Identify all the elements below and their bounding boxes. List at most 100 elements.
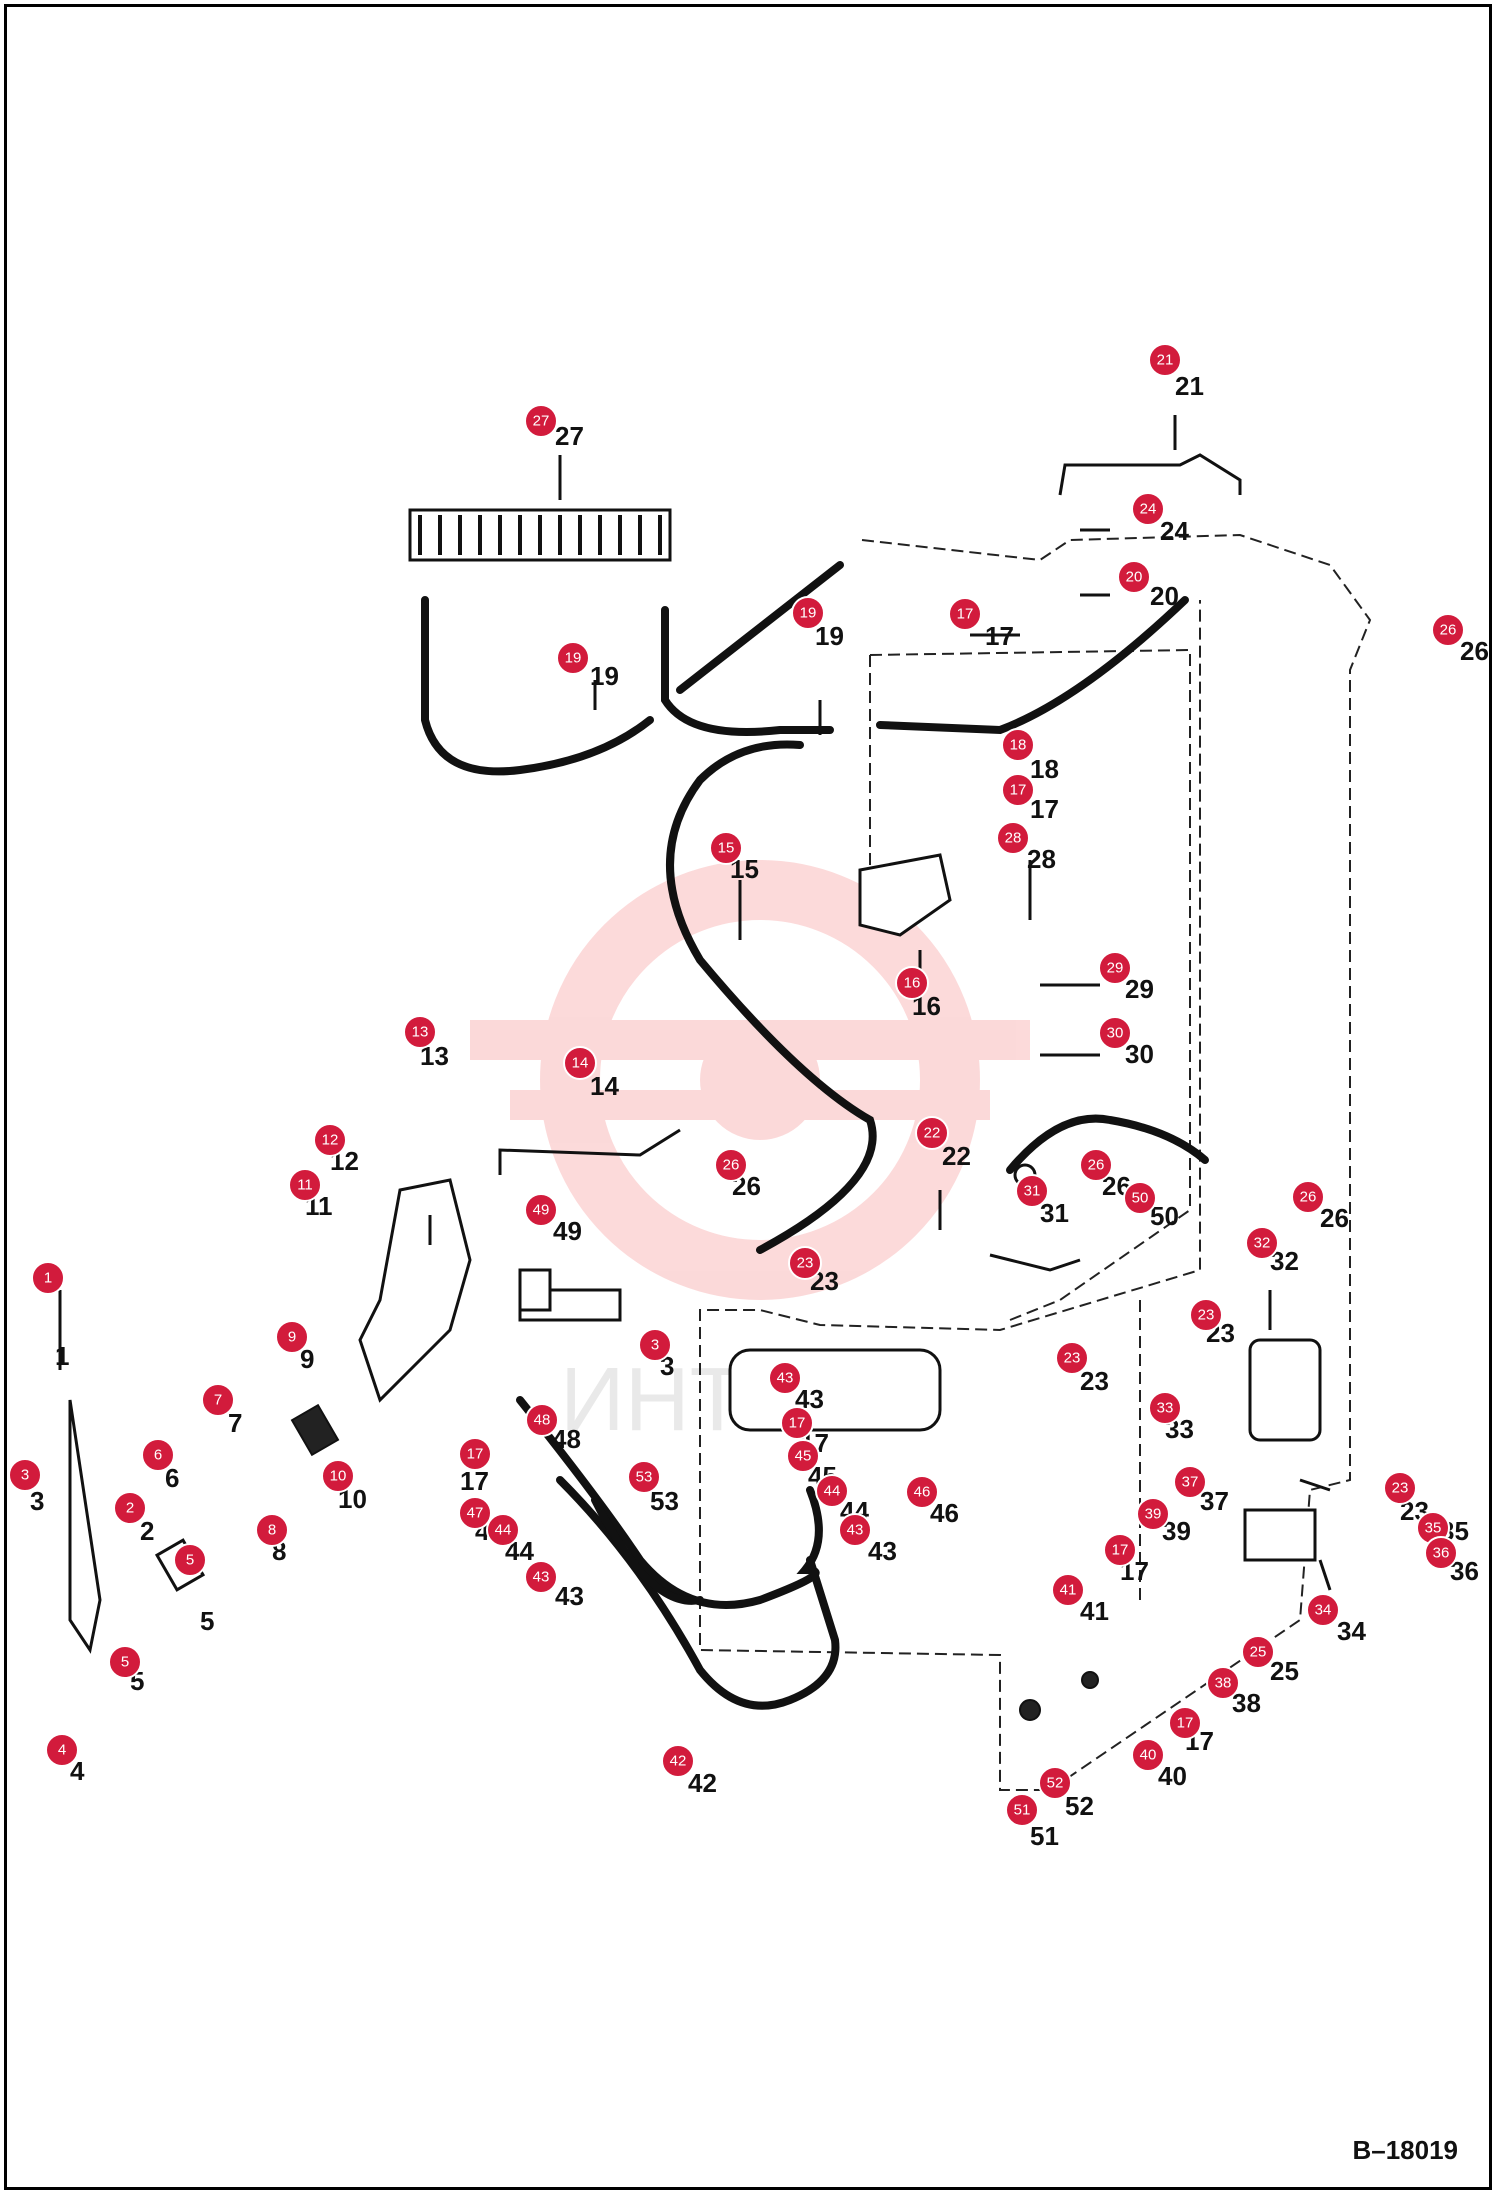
callout-badge-12[interactable]: 12 (313, 1123, 347, 1157)
machine-frame-outline (699, 533, 1372, 1791)
svg-text:40: 40 (1140, 1747, 1157, 1764)
callout-badge-43[interactable]: 43 (524, 1560, 558, 1594)
callout-badge-13[interactable]: 13 (403, 1015, 437, 1049)
svg-text:36: 36 (1433, 1545, 1450, 1562)
svg-text:49: 49 (533, 1202, 550, 1219)
callout-badge-17[interactable]: 17 (1103, 1533, 1137, 1567)
part-number-26: 26 (1320, 1203, 1349, 1233)
svg-text:13: 13 (412, 1024, 429, 1041)
callout-badge-40[interactable]: 40 (1131, 1738, 1165, 1772)
callout-badge-23[interactable]: 23 (788, 1246, 822, 1280)
callout-badge-24[interactable]: 24 (1131, 492, 1165, 526)
callout-badge-38[interactable]: 38 (1206, 1666, 1240, 1700)
callout-badge-29[interactable]: 29 (1098, 951, 1132, 985)
svg-text:11: 11 (297, 1177, 313, 1194)
callout-badge-37[interactable]: 37 (1173, 1465, 1207, 1499)
callout-badge-26[interactable]: 26 (1431, 613, 1465, 647)
callout-badge-17[interactable]: 17 (780, 1406, 814, 1440)
callout-badge-11[interactable]: 11 (288, 1168, 322, 1202)
svg-text:22: 22 (924, 1125, 941, 1142)
part-number-51: 51 (1030, 1821, 1059, 1851)
callout-badge-8[interactable]: 8 (255, 1513, 289, 1547)
callout-badge-27[interactable]: 27 (524, 404, 558, 438)
callout-badge-39[interactable]: 39 (1136, 1497, 1170, 1531)
svg-text:24: 24 (1140, 501, 1157, 518)
callout-badge-23[interactable]: 23 (1383, 1471, 1417, 1505)
svg-text:48: 48 (534, 1412, 551, 1429)
callout-badge-5[interactable]: 5 (173, 1543, 207, 1577)
callout-badge-25[interactable]: 25 (1241, 1635, 1275, 1669)
callout-badge-47[interactable]: 47 (458, 1496, 492, 1530)
callout-badge-17[interactable]: 17 (458, 1437, 492, 1471)
svg-text:46: 46 (914, 1484, 931, 1501)
callout-badge-46[interactable]: 46 (905, 1475, 939, 1509)
svg-text:1: 1 (44, 1270, 52, 1287)
callout-badge-3[interactable]: 3 (638, 1328, 672, 1362)
callout-badge-45[interactable]: 45 (786, 1439, 820, 1473)
svg-text:44: 44 (495, 1522, 512, 1539)
leader-lines (58, 415, 1332, 1591)
callout-badge-22[interactable]: 22 (915, 1116, 949, 1150)
callout-badge-4[interactable]: 4 (45, 1733, 79, 1767)
svg-text:26: 26 (1440, 622, 1457, 639)
callout-badge-17[interactable]: 17 (1168, 1706, 1202, 1740)
callout-badge-48[interactable]: 48 (525, 1403, 559, 1437)
callout-badge-17[interactable]: 17 (948, 597, 982, 631)
callout-badge-23[interactable]: 23 (1189, 1298, 1223, 1332)
svg-text:15: 15 (718, 840, 735, 857)
callout-badge-5[interactable]: 5 (108, 1645, 142, 1679)
callout-badge-17[interactable]: 17 (1001, 773, 1035, 807)
callout-badge-43[interactable]: 43 (838, 1513, 872, 1547)
callout-badge-36[interactable]: 36 (1424, 1536, 1458, 1570)
part-number-26: 26 (1460, 636, 1489, 666)
callout-badge-34[interactable]: 34 (1306, 1593, 1340, 1627)
svg-text:30: 30 (1107, 1025, 1124, 1042)
part-number-4: 4 (70, 1756, 85, 1786)
callout-badge-52[interactable]: 52 (1038, 1766, 1072, 1800)
callout-badge-53[interactable]: 53 (627, 1460, 661, 1494)
callout-badge-9[interactable]: 9 (275, 1320, 309, 1354)
callout-badge-19[interactable]: 19 (791, 596, 825, 630)
filter-head (1243, 1508, 1317, 1562)
part-number-43: 43 (555, 1581, 584, 1611)
callout-badge-14[interactable]: 14 (563, 1046, 597, 1080)
callout-badge-23[interactable]: 23 (1055, 1341, 1089, 1375)
callout-badge-26[interactable]: 26 (714, 1148, 748, 1182)
callout-badge-16[interactable]: 16 (895, 966, 929, 1000)
callout-badge-33[interactable]: 33 (1148, 1391, 1182, 1425)
callout-badge-43[interactable]: 43 (768, 1361, 802, 1395)
svg-text:2: 2 (126, 1500, 134, 1517)
part-number-28: 28 (1027, 844, 1056, 874)
callout-badge-1[interactable]: 1 (31, 1261, 65, 1295)
callout-badge-28[interactable]: 28 (996, 821, 1030, 855)
callout-badge-2[interactable]: 2 (113, 1491, 147, 1525)
callout-badge-7[interactable]: 7 (201, 1383, 235, 1417)
svg-text:34: 34 (1315, 1602, 1332, 1619)
callout-badge-21[interactable]: 21 (1148, 343, 1182, 377)
callout-badge-18[interactable]: 18 (1001, 728, 1035, 762)
callout-badge-44[interactable]: 44 (486, 1513, 520, 1547)
callout-badge-31[interactable]: 31 (1015, 1174, 1049, 1208)
callout-badge-42[interactable]: 42 (661, 1744, 695, 1778)
callout-badge-32[interactable]: 32 (1245, 1226, 1279, 1260)
part-number-53: 53 (650, 1486, 679, 1516)
svg-text:29: 29 (1107, 960, 1124, 977)
callout-badge-41[interactable]: 41 (1051, 1573, 1085, 1607)
callout-badge-49[interactable]: 49 (524, 1193, 558, 1227)
svg-text:32: 32 (1254, 1235, 1271, 1252)
callout-badge-44[interactable]: 44 (815, 1474, 849, 1508)
callout-badge-30[interactable]: 30 (1098, 1016, 1132, 1050)
callout-badge-19[interactable]: 19 (556, 641, 590, 675)
callout-badge-20[interactable]: 20 (1117, 560, 1151, 594)
callout-badge-50[interactable]: 50 (1123, 1181, 1157, 1215)
callout-badge-26[interactable]: 26 (1291, 1180, 1325, 1214)
callout-badge-6[interactable]: 6 (141, 1438, 175, 1472)
callout-badge-26[interactable]: 26 (1079, 1148, 1113, 1182)
callout-badge-51[interactable]: 51 (1005, 1793, 1039, 1827)
callout-badge-3[interactable]: 3 (8, 1458, 42, 1492)
svg-text:17: 17 (789, 1415, 806, 1432)
callout-badge-15[interactable]: 15 (709, 831, 743, 865)
part-number-2: 2 (140, 1516, 154, 1546)
part-number-1: 1 (55, 1341, 69, 1371)
callout-badge-10[interactable]: 10 (321, 1459, 355, 1493)
